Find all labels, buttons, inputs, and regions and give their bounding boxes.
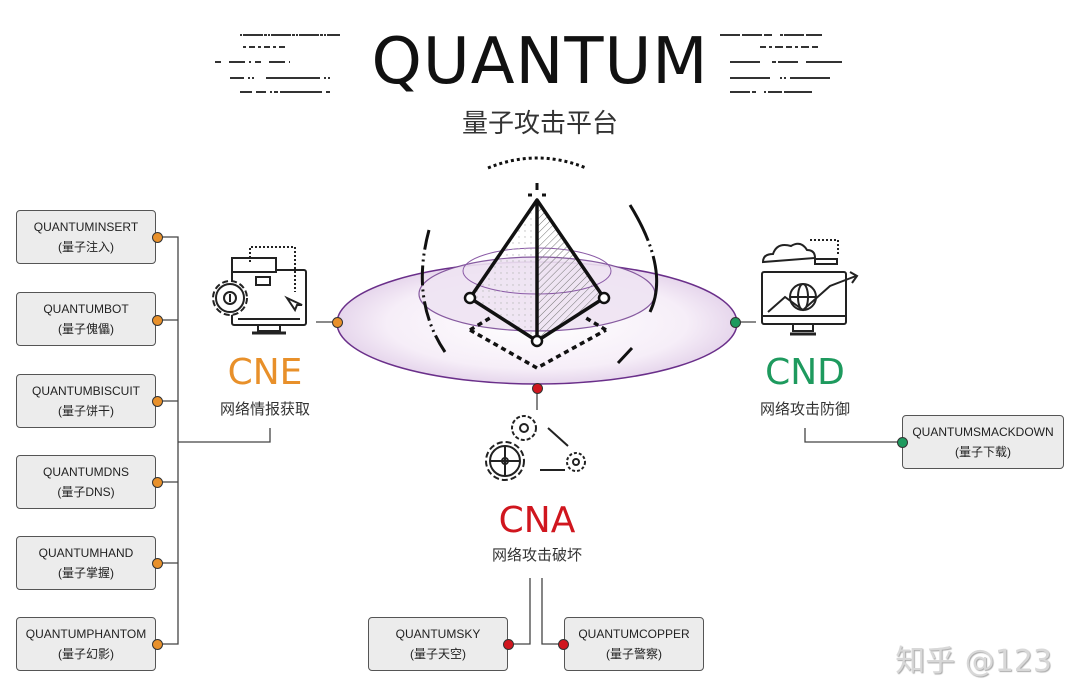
cne-code: CNE [227, 352, 303, 393]
monitor-globe-icon [761, 239, 859, 336]
tool-name: QUANTUMBISCUIT [32, 384, 140, 398]
pyramid-icon [463, 183, 611, 371]
morse-decoration-right [720, 34, 842, 93]
tool-box-quantumcopper[interactable]: QUANTUMCOPPER (量子警察) [564, 617, 704, 671]
connector-dot-cnd [897, 437, 908, 448]
connector-dot-cne [152, 558, 163, 569]
tool-cn-name: (量子饼干) [58, 404, 114, 418]
tool-name: QUANTUMDNS [43, 465, 129, 479]
cnd-label: 网络攻击防御 [759, 400, 850, 418]
connector-dot-cne [152, 396, 163, 407]
connector-dot-cne [152, 232, 163, 243]
orbit-arcs [420, 156, 659, 365]
tool-box-quantumbot[interactable]: QUANTUMBOT (量子傀儡) [16, 292, 156, 346]
tool-box-quantumsmackdown[interactable]: QUANTUMSMACKDOWN (量子下载) [902, 415, 1064, 469]
tool-cn-name: (量子DNS) [57, 485, 115, 499]
tool-box-quantumdns[interactable]: QUANTUMDNS (量子DNS) [16, 455, 156, 509]
tool-box-quantuminsert[interactable]: QUANTUMINSERT (量子注入) [16, 210, 156, 264]
orbit-dot-cna [532, 383, 543, 394]
tool-name: QUANTUMPHANTOM [25, 627, 147, 641]
cnd-code: CND [765, 352, 845, 393]
watermark: 知乎 @123 [895, 644, 1052, 679]
tool-box-quantumsky[interactable]: QUANTUMSKY (量子天空) [368, 617, 508, 671]
morse-decoration-left [215, 34, 340, 93]
tool-box-quantumphantom[interactable]: QUANTUMPHANTOM (量子幻影) [16, 617, 156, 671]
computer-gear-icon [212, 246, 307, 335]
tool-cn-name: (量子天空) [410, 647, 466, 661]
gears-icon [485, 415, 586, 481]
tool-cn-name: (量子掌握) [58, 566, 114, 580]
connector-dot-cne [152, 315, 163, 326]
cna-code: CNA [498, 500, 576, 541]
connector-dot-cne [152, 639, 163, 650]
tool-name: QUANTUMINSERT [33, 220, 139, 234]
tool-cn-name: (量子警察) [606, 647, 662, 661]
tool-box-quantumhand[interactable]: QUANTUMHAND (量子掌握) [16, 536, 156, 590]
tool-name: QUANTUMSMACKDOWN [912, 425, 1054, 439]
orbit-dot-cnd [730, 317, 741, 328]
tool-cn-name: (量子傀儡) [58, 322, 114, 336]
tool-name: QUANTUMHAND [38, 546, 134, 560]
connector-dot-cna [503, 639, 514, 650]
orbit-dot-cne [332, 317, 343, 328]
cna-label: 网络攻击破坏 [491, 546, 582, 564]
connector-dot-cne [152, 477, 163, 488]
page-subtitle: 量子攻击平台 [461, 109, 618, 139]
tool-name: QUANTUMCOPPER [578, 627, 690, 641]
cne-label: 网络情报获取 [219, 400, 310, 418]
tool-name: QUANTUMBOT [43, 302, 129, 316]
page-title: QUANTUM [371, 25, 709, 99]
tool-box-quantumbiscuit[interactable]: QUANTUMBISCUIT (量子饼干) [16, 374, 156, 428]
tool-cn-name: (量子注入) [58, 240, 114, 254]
connector-dot-cna [558, 639, 569, 650]
tool-cn-name: (量子幻影) [58, 647, 114, 661]
tool-name: QUANTUMSKY [395, 627, 481, 641]
tool-cn-name: (量子下载) [955, 445, 1011, 459]
